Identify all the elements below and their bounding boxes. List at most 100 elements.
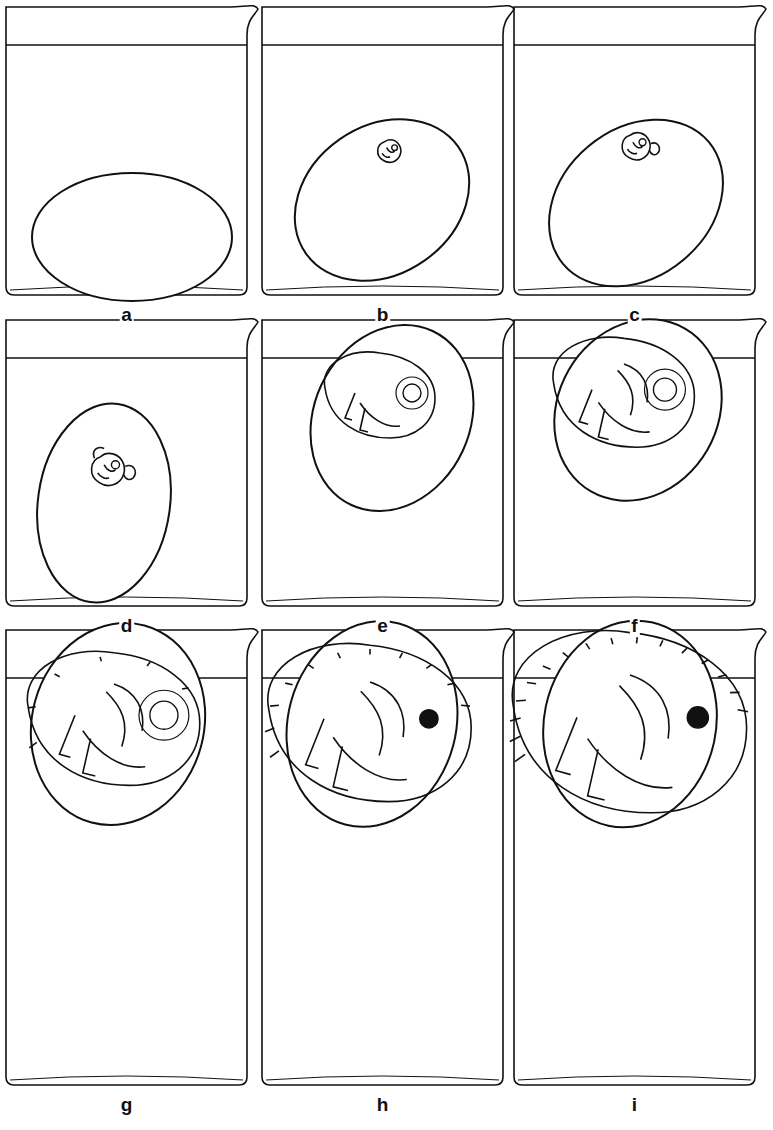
embryo-stroke: [265, 728, 274, 732]
embryo-eye: [392, 145, 398, 151]
embryo-stroke: [100, 657, 101, 662]
beaker: [262, 298, 514, 606]
embryo-stroke: [361, 682, 404, 756]
embryo-stroke: [270, 751, 279, 757]
embryo-eye: [150, 701, 178, 729]
beaker-base: [266, 1076, 499, 1080]
beaker: [262, 602, 514, 1085]
embryo-stroke: [27, 651, 199, 785]
beaker: [514, 289, 766, 606]
embryo: [553, 337, 695, 447]
beaker-base: [518, 597, 751, 601]
egg: [263, 86, 500, 314]
embryo-stroke: [618, 364, 648, 415]
embryo-eye: [111, 461, 119, 469]
yolk-ring: [644, 369, 685, 410]
embryo-stroke: [718, 675, 726, 677]
embryo: [27, 651, 199, 785]
embryo-eye: [653, 378, 676, 401]
embryo-stroke: [660, 640, 663, 646]
embryo-stroke: [308, 665, 313, 669]
egg: [25, 395, 184, 611]
panel-label: f: [629, 616, 639, 637]
embryo-stroke: [426, 665, 431, 669]
embryo-stroke: [55, 674, 60, 677]
beaker: [6, 6, 258, 301]
embryo-stroke: [92, 453, 125, 485]
embryo-stroke: [649, 143, 659, 155]
embryo-stroke: [516, 699, 526, 701]
embryo-stroke: [682, 648, 687, 653]
embryo-stroke: [553, 337, 695, 447]
panel-label: a: [119, 305, 134, 326]
embryo-stroke: [369, 649, 371, 655]
water-line: [514, 44, 755, 45]
panel-label: c: [627, 305, 642, 326]
embryo-stroke: [510, 718, 521, 721]
embryo-stroke: [563, 653, 569, 658]
embryo-stroke: [738, 710, 748, 712]
panel-label: h: [375, 1095, 391, 1116]
water-line: [6, 44, 247, 45]
embryo-stroke: [579, 390, 649, 440]
egg: [32, 173, 232, 301]
beaker: [510, 604, 766, 1085]
yolk-ring: [396, 377, 428, 409]
embryo-stroke: [106, 684, 143, 746]
embryo-stroke: [702, 660, 709, 664]
embryo-eye: [420, 710, 438, 728]
embryo: [510, 631, 748, 813]
embryo-stroke: [378, 140, 401, 163]
egg: [9, 603, 228, 845]
embryo: [622, 133, 659, 160]
egg: [281, 298, 504, 538]
embryo-eye: [639, 139, 646, 146]
beaker-base: [266, 286, 499, 290]
embryo-stroke: [461, 704, 470, 707]
embryo-eye: [687, 707, 708, 728]
panel-label: e: [375, 616, 390, 637]
embryo-eye: [403, 384, 421, 402]
beaker-base: [518, 1076, 751, 1080]
embryo: [265, 643, 471, 801]
beaker: [262, 6, 514, 314]
embryo-stroke: [29, 742, 36, 747]
beaker-base: [518, 286, 751, 290]
embryo-stroke: [147, 662, 150, 666]
water-line: [6, 357, 247, 358]
embryo-stroke: [512, 631, 746, 813]
egg: [516, 85, 757, 321]
embryo-stroke: [400, 653, 403, 658]
embryo-stroke: [324, 352, 435, 438]
beaker-base: [266, 597, 499, 601]
beaker-base: [10, 1076, 243, 1080]
embryo-stroke: [270, 704, 279, 707]
water-line: [262, 44, 503, 45]
embryo-stroke: [447, 683, 454, 685]
egg: [264, 602, 480, 846]
embryo-stroke: [622, 133, 650, 160]
embryo-stroke: [94, 448, 105, 459]
embryo-stroke: [527, 682, 536, 683]
embryo-stroke: [268, 643, 471, 801]
embryo-stroke: [306, 719, 407, 791]
panel-label: g: [119, 1095, 135, 1116]
embryo: [378, 140, 401, 163]
embryo-stroke: [543, 666, 551, 669]
beaker: [514, 6, 766, 321]
embryo-stroke: [182, 688, 189, 689]
yolk-ring: [139, 690, 189, 740]
embryo-stroke: [730, 692, 740, 694]
embryo-stroke: [124, 466, 136, 480]
embryo-stroke: [515, 754, 525, 761]
beaker: [6, 319, 258, 612]
embryo-stroke: [556, 717, 673, 800]
panel-label: d: [119, 616, 135, 637]
embryo-stroke: [28, 707, 35, 708]
beaker-base: [10, 597, 243, 601]
embryo-stroke: [611, 638, 613, 644]
embryo-stroke: [59, 715, 145, 776]
embryo-stroke: [619, 675, 669, 760]
egg: [522, 289, 755, 532]
embryo-stroke: [338, 653, 341, 658]
